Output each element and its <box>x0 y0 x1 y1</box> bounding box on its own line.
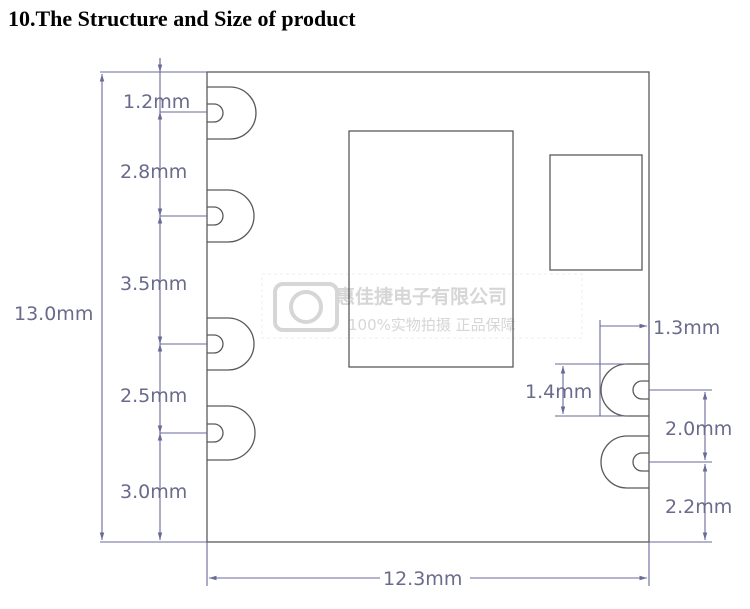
right-pad-2 <box>600 435 649 489</box>
chip-large <box>348 130 514 368</box>
left-pad-1 <box>207 86 257 140</box>
left-pitch-2-label: 3.5mm <box>120 273 187 295</box>
right-pad-width-label: 1.3mm <box>653 317 720 339</box>
right-pitch-label: 2.0mm <box>665 418 732 440</box>
left-bottom-label: 3.0mm <box>120 481 187 503</box>
watermark: 惠佳捷电子有限公司 100%实物拍摄 正品保障 <box>261 273 583 339</box>
watermark-line2: 100%实物拍摄 正品保障 <box>348 316 516 334</box>
left-pad-top-label: 1.2mm <box>123 91 190 113</box>
right-bottom-label: 2.2mm <box>665 496 732 518</box>
watermark-line1: 惠佳捷电子有限公司 <box>336 285 507 308</box>
right-pads <box>600 363 649 489</box>
camera-icon <box>273 282 339 332</box>
chip-small <box>549 154 643 271</box>
module-outline <box>206 71 650 543</box>
module-board <box>206 71 650 543</box>
left-pitch-1-label: 2.8mm <box>120 161 187 183</box>
left-pad-4 <box>207 405 256 461</box>
height-total-label: 13.0mm <box>14 303 93 325</box>
dimension-lines <box>99 58 712 586</box>
dimension-labels: 13.0mm 1.2mm 2.8mm 3.5mm 2.5mm 3.0mm 12.… <box>14 91 732 590</box>
left-pitch-3-label: 2.5mm <box>120 385 187 407</box>
left-pad-2 <box>207 189 255 243</box>
page-title: 10.The Structure and Size of product <box>8 6 356 31</box>
left-pad-3 <box>207 317 255 371</box>
width-total-label: 12.3mm <box>383 568 462 590</box>
right-pad-height-label: 1.4mm <box>525 381 592 403</box>
left-pads <box>207 86 257 461</box>
right-pad-1 <box>600 363 649 417</box>
